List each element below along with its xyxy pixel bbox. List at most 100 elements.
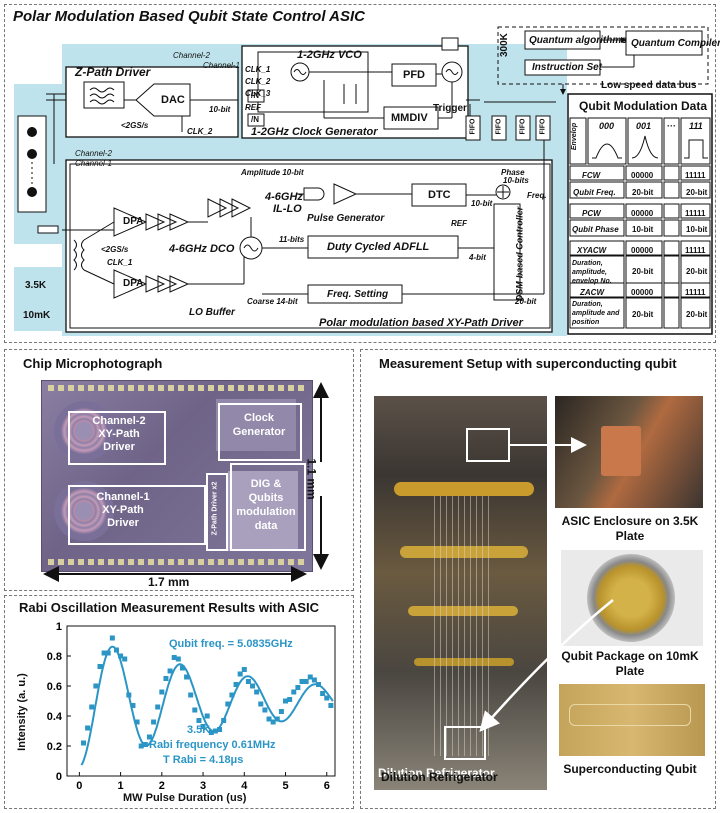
- qmd-zacw-bits-2: 20-bit: [686, 310, 708, 319]
- setup-arrows: [479, 437, 614, 732]
- chip-label-ch1: Channel-1 XY-Path Driver: [96, 491, 150, 529]
- xy-dpa-2: DPA: [123, 278, 144, 289]
- fifo-4: FIFO: [539, 118, 547, 135]
- rabi-data-point-53: [299, 679, 305, 684]
- clockgen-div-2: /N: [251, 115, 259, 124]
- qmd-xyacw: XYACW: [577, 246, 607, 255]
- xy-dco: 4-6GHz DCO: [169, 243, 235, 255]
- setup-panel: Measurement Setup with superconducting q…: [360, 349, 716, 809]
- fifo-1: FIFO: [469, 118, 477, 135]
- qmd-zacw-end: 11111: [685, 288, 706, 297]
- xy-bits11: 11-bits: [279, 235, 305, 244]
- qmd-zacw-label: Duration, amplitude and position: [572, 301, 620, 326]
- rabi-annotation-temp: 3.5K: [187, 724, 211, 736]
- rabi-data-point-11: [126, 692, 132, 698]
- qmd-envelop: Envelop: [571, 122, 579, 151]
- zpath-clk: CLK_2: [187, 127, 213, 136]
- rabi-data-point-34: [221, 718, 227, 723]
- rabi-data-point-10: [122, 656, 128, 662]
- qmd-xyacw-start: 00000: [631, 246, 654, 255]
- y-tick-label-5: 1: [56, 621, 62, 633]
- clockgen-clk1: CLK_1: [245, 65, 271, 74]
- qmd-pcw-end: 11111: [685, 209, 706, 218]
- rabi-title: Rabi Oscillation Measurement Results wit…: [19, 600, 320, 615]
- chip-label-clock: Clock Generator: [232, 412, 286, 438]
- clockgen-div-1: /N: [251, 91, 259, 100]
- rabi-data-point-17: [151, 719, 157, 725]
- x-tick-label-1: 1: [118, 780, 124, 792]
- label-3-5k: 3.5K: [25, 280, 47, 291]
- qmd-dots: ···: [667, 121, 676, 131]
- rabi-data-point-30: [204, 713, 210, 719]
- qmd-fcw-label: Qubit Freq.: [573, 188, 616, 197]
- rabi-annotation-t-rabi: T Rabi = 4.18μs: [163, 754, 244, 766]
- clockgen-ref: REF: [245, 103, 261, 112]
- qmd-pcw-label: Qubit Phase: [572, 225, 619, 234]
- clockgen-mmdiv: MMDIV: [391, 112, 428, 124]
- photo-qubit: [559, 684, 705, 756]
- rabi-data-point-23: [175, 656, 181, 662]
- rabi-data-point-8: [113, 647, 119, 653]
- qmd-pcw-bits-1: 10-bit: [632, 225, 654, 234]
- qmd-e111: 111: [689, 121, 703, 131]
- clockgen-clk2: CLK_2: [245, 77, 271, 86]
- rabi-data-point-38: [237, 671, 243, 677]
- rabi-data-point-59: [324, 695, 330, 701]
- xy-bits4: 4-bit: [469, 253, 486, 262]
- chip-title: Chip Microphotograph: [23, 356, 163, 371]
- host-low-speed-bus: Low speed data bus: [601, 80, 697, 91]
- xy-ilo-2: IL-LO: [273, 203, 302, 215]
- rabi-data-point-43: [258, 701, 264, 707]
- xy-ref: REF: [451, 219, 467, 228]
- clockgen-vco: 1-2GHz VCO: [297, 49, 362, 61]
- rabi-fit-curve: [80, 645, 334, 766]
- host-instruction-set: Instruction Set: [532, 62, 603, 73]
- rabi-data-point-52: [295, 685, 301, 690]
- rabi-data-point-28: [196, 718, 202, 723]
- qmd-e000: 000: [599, 121, 615, 131]
- photo-package: [561, 550, 703, 646]
- rabi-data-point-27: [192, 707, 198, 713]
- rabi-data-point-12: [130, 703, 136, 708]
- xy-dtc-bits: 10-bit: [471, 199, 493, 208]
- x-tick-label-0: 0: [76, 780, 82, 792]
- rabi-data-point-56: [311, 677, 317, 683]
- chip-box-dig: [230, 463, 306, 551]
- chip-height: 1.1 mm: [304, 458, 319, 500]
- rabi-data-point-58: [320, 691, 326, 696]
- label-package: Qubit Package on 10mK Plate: [561, 649, 699, 678]
- rabi-data-point-55: [307, 674, 313, 680]
- label-10mk: 10mK: [23, 310, 51, 321]
- xy-freq: Freq.: [527, 191, 547, 200]
- rabi-data-point-46: [270, 719, 276, 725]
- rabi-data-point-0: [80, 740, 86, 746]
- rabi-data-point-6: [105, 650, 111, 656]
- qmd-pcw-start: 00000: [631, 209, 654, 218]
- x-tick-label-2: 2: [159, 780, 165, 792]
- xy-dpa-1: DPA: [123, 216, 144, 227]
- rabi-data-point-39: [241, 667, 247, 672]
- block-diagram-panel: Polar Modulation Based Qubit State Contr…: [4, 4, 720, 343]
- rabi-data-point-35: [225, 701, 231, 707]
- qmd-fcw: FCW: [582, 171, 601, 180]
- rabi-data-point-32: [212, 728, 218, 734]
- label-enclosure: ASIC Enclosure on 3.5K Plate: [561, 514, 699, 543]
- y-tick-label-1: 0.2: [47, 741, 62, 753]
- label-300k: 300K: [499, 33, 510, 57]
- rabi-data-point-1: [85, 725, 91, 731]
- x-tick-label-5: 5: [282, 780, 288, 792]
- rabi-data-point-48: [278, 709, 284, 714]
- xy-freq-setting: Freq. Setting: [327, 289, 389, 300]
- rabi-annotation-rabi-freq: Rabi frequency 0.61MHz: [149, 739, 276, 751]
- zpath-bits: 10-bit: [209, 105, 231, 114]
- host-quantum-algorithms: Quantum algorithms: [529, 35, 627, 46]
- xy-dtc: DTC: [428, 189, 451, 201]
- fifo-3: FIFO: [519, 118, 527, 135]
- chip-box-zpath: [206, 473, 228, 551]
- rabi-data-point-36: [229, 692, 235, 698]
- rabi-data-point-4: [97, 664, 103, 669]
- x-tick-label-3: 3: [200, 780, 206, 792]
- xy-bits20: 20-bit: [515, 297, 537, 306]
- clockgen-clk3: CLK_3: [245, 89, 271, 98]
